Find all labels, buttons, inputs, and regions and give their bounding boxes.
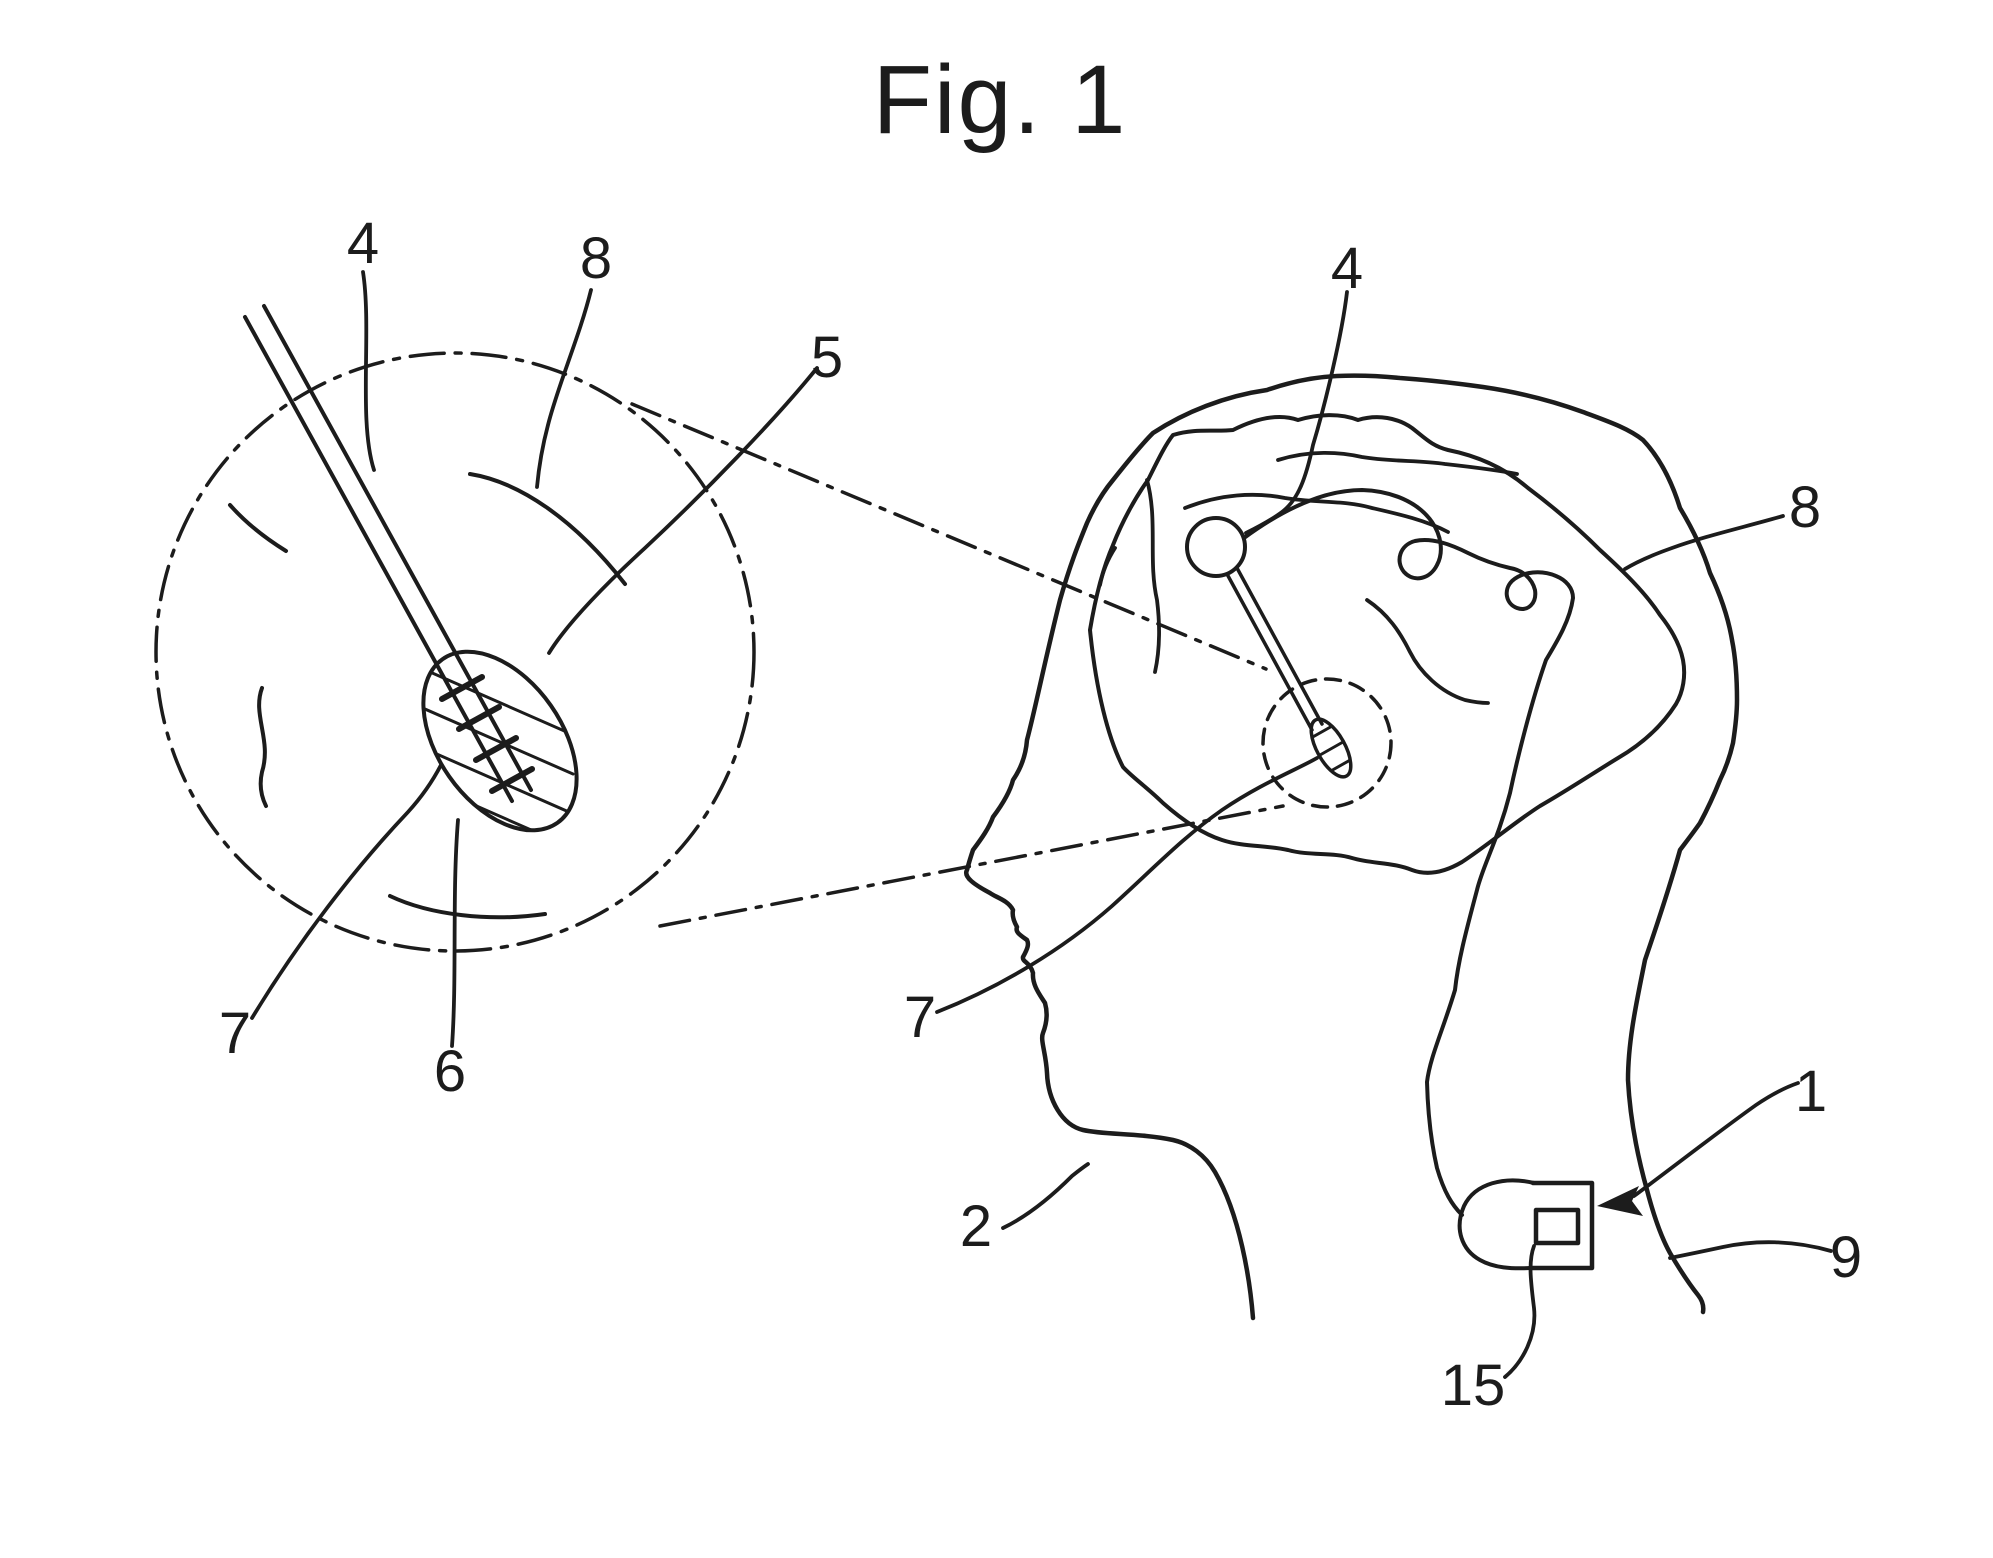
ref-label-6: 6 [434, 1039, 466, 1104]
leader-line-8-head [1623, 514, 1785, 571]
sulcus-line [1098, 546, 1117, 587]
head-outline [964, 373, 1740, 1321]
device-inner-module [1533, 1207, 1581, 1246]
device-housing [1527, 1180, 1595, 1271]
sulcus-line [1276, 450, 1519, 476]
ref-label-4-head: 4 [1331, 236, 1363, 301]
leader-line-7-inset [250, 763, 443, 1020]
sulcus-line [228, 503, 288, 553]
leader-line-2 [1001, 1162, 1090, 1230]
sulcus-line [468, 472, 627, 586]
sulcus-line [1365, 598, 1490, 705]
brain-outline [1088, 413, 1687, 875]
leader-line-4-inset [361, 270, 376, 472]
leader-line-8-inset [535, 288, 593, 489]
ref-label-7-head: 7 [904, 985, 936, 1050]
hatched-target-region [416, 634, 604, 859]
implant-device [1457, 1178, 1595, 1271]
sulcus-line [257, 686, 268, 808]
ref-label-15: 15 [1441, 1353, 1506, 1418]
leader-line-7-head [935, 756, 1319, 1014]
burr-hole-cap-ball [1185, 516, 1247, 578]
tip-hatch-line [1309, 723, 1354, 774]
target-zone-dashed-circle [1261, 677, 1393, 809]
leader-line-6 [450, 818, 460, 1048]
ref-label-2: 2 [960, 1194, 992, 1259]
device-ear-pouch [1457, 1178, 1536, 1271]
leader-line-9 [1668, 1240, 1833, 1260]
ref-label-8-inset: 8 [580, 226, 612, 291]
ref-label-5: 5 [811, 325, 843, 390]
figure-text: Fig. 1 4 8 5 7 6 4 8 7 2 1 9 15 [219, 45, 1862, 1418]
inset-electrode-shaft [243, 304, 535, 803]
ref-label-4-inset: 4 [347, 211, 379, 276]
drawing-strokes [154, 270, 1833, 1379]
projection-line-upper [630, 402, 1268, 671]
figure-title: Fig. 1 [873, 45, 1128, 154]
arrow-icon [1597, 1186, 1643, 1216]
ref-label-9: 9 [1830, 1225, 1862, 1290]
leader-line-4-head [1244, 290, 1349, 535]
ref-label-7-inset: 7 [219, 1001, 251, 1066]
leader-line-1 [1632, 1081, 1800, 1198]
sulcus-line [1145, 478, 1161, 674]
sulcus-line [1183, 492, 1450, 534]
electrode-lead-wire [1242, 488, 1575, 1217]
implanted-shaft-line [1225, 566, 1324, 732]
sulcus-line [388, 894, 547, 920]
electrode-tip [1309, 717, 1354, 779]
ref-label-8-head: 8 [1789, 475, 1821, 540]
target-oval-outline [421, 649, 579, 833]
ref-label-1: 1 [1795, 1059, 1827, 1124]
projection-line-lower [658, 804, 1285, 928]
leader-line-5 [547, 366, 819, 655]
shaft-line [243, 304, 533, 803]
electrode-contact-band [439, 674, 535, 794]
tip-outline [1309, 717, 1353, 779]
leader-line-15 [1503, 1244, 1537, 1379]
